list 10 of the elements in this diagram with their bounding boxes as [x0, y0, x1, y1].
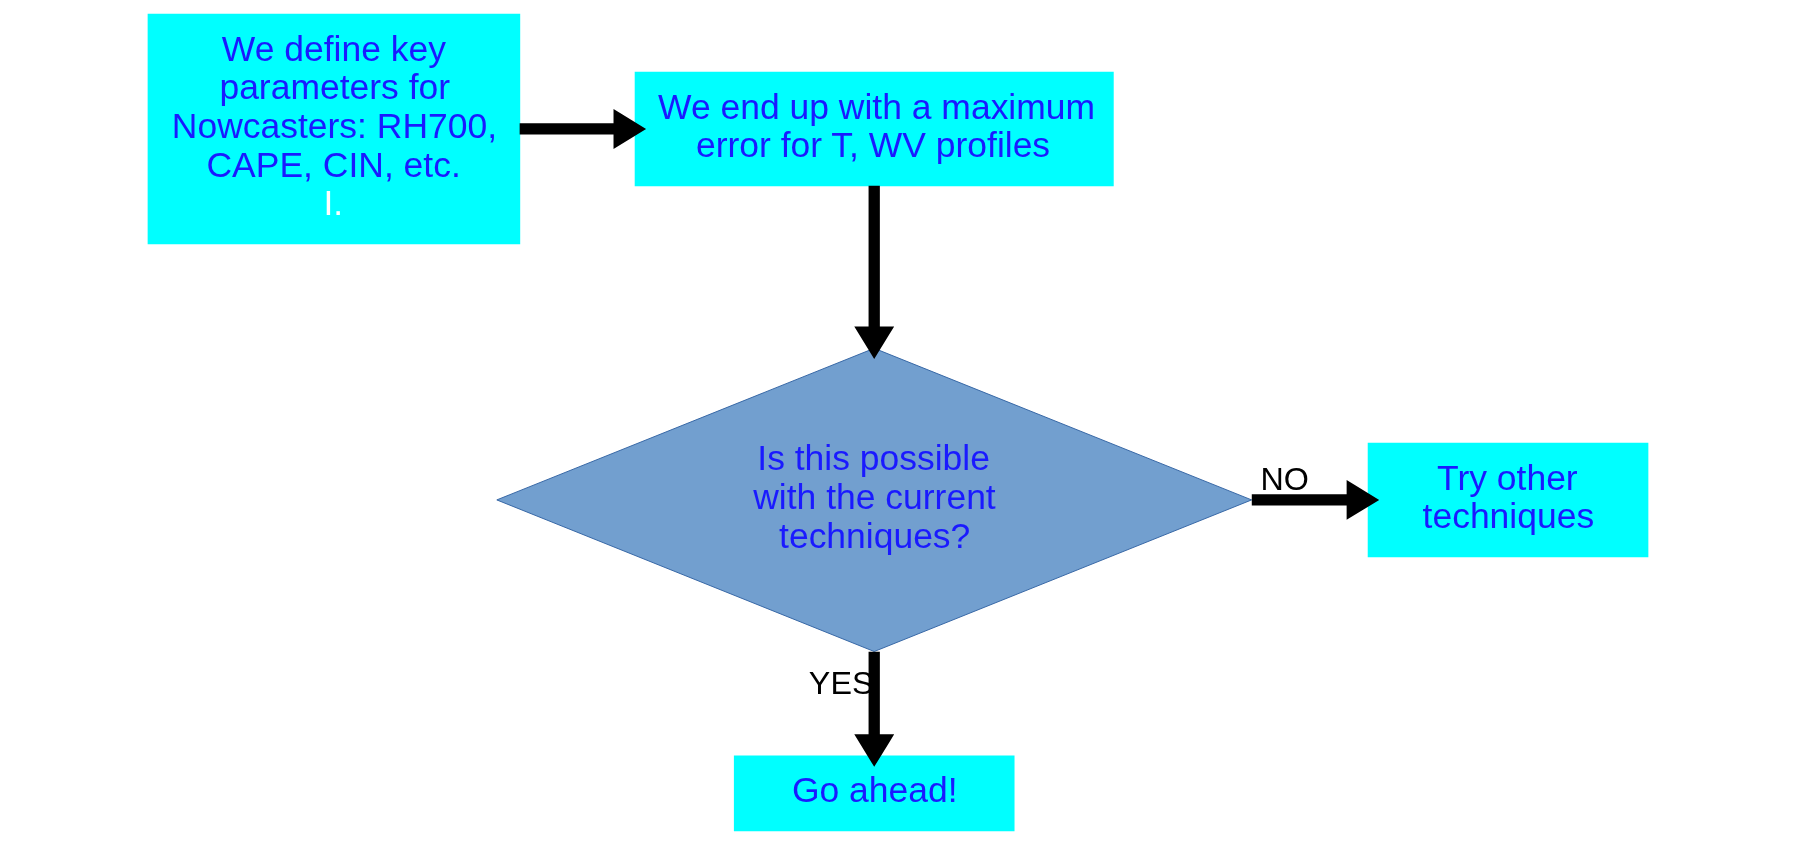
arrow — [1251, 479, 1379, 520]
node-box: Try other techniques — [1367, 442, 1648, 558]
node-box: We define key parameters for Nowcasters: RH700, CAPE, CIN, etc. I. — [147, 13, 520, 245]
arrow — [853, 651, 894, 767]
node-diamond: Is this possible with the current techniques? — [495, 347, 1252, 652]
node-box: Go ahead! — [733, 755, 1015, 832]
edge-label: NO — [1260, 461, 1309, 498]
arrow — [519, 109, 646, 149]
arrow — [853, 185, 894, 359]
node-box: We end up with a maximum error for T, WV profiles — [634, 71, 1114, 187]
